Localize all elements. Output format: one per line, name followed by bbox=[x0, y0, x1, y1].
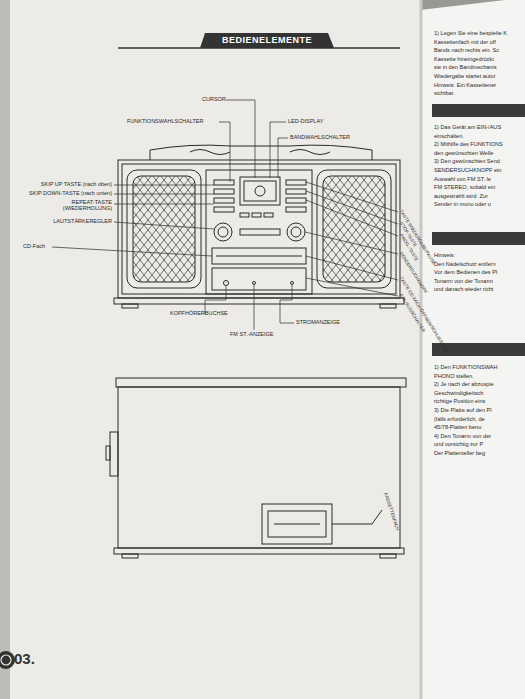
body-text: Tonarm von der Tonarm bbox=[434, 278, 493, 284]
callout-label: LAUTSTÄRKEREGLER bbox=[53, 218, 112, 224]
body-text: den gewünschten Welle bbox=[434, 150, 493, 156]
callout-label: FM ST.-ANZEIGE bbox=[230, 331, 273, 337]
body-text: 1) Legen Sie eine bespielte K bbox=[434, 30, 507, 36]
body-text: 4) Den Tonarm von der bbox=[434, 433, 491, 439]
body-text: PHONO stellen. bbox=[434, 373, 474, 379]
body-text: 2) Je nach der abzuspie bbox=[434, 381, 494, 387]
body-text: sichtbar. bbox=[434, 90, 455, 96]
body-text: 1) Das Gerät am EIN-/AUS bbox=[434, 124, 501, 130]
body-text: ausgestrahlt wird. Zur bbox=[434, 193, 488, 199]
body-text: sie in den Bandmechanis bbox=[434, 64, 497, 70]
body-text: FM STEREO, sobald ein bbox=[434, 184, 495, 190]
callout-label: STROMANZEIGE bbox=[296, 319, 340, 325]
callout-label: BANDWAHLSCHALTER bbox=[290, 134, 350, 140]
front-view bbox=[114, 145, 404, 308]
body-text: Auswahl von FM ST. le bbox=[434, 176, 491, 182]
body-text: richtige Position eins bbox=[434, 398, 485, 404]
body-text: Kassette hineingedrückt bbox=[434, 56, 494, 62]
body-text: und danach wieder richt bbox=[434, 286, 493, 292]
body-text: einschalten. bbox=[434, 133, 464, 139]
callout-label: FUNKTIONSWAHLSCHALTER bbox=[127, 118, 203, 124]
body-text: 45/78-Platten benu bbox=[434, 424, 481, 430]
title-rule bbox=[118, 47, 400, 49]
left-page bbox=[10, 0, 422, 699]
body-text: Hinweis: bbox=[434, 252, 455, 258]
callout-label: SKIP DOWN-TASTE (nach unten) bbox=[29, 190, 112, 196]
body-text: 3) Den gewünschten Send bbox=[434, 158, 500, 164]
right-page bbox=[420, 0, 525, 699]
title-banner bbox=[200, 33, 334, 48]
body-text: Vor dem Bedienen des Pl bbox=[434, 269, 497, 275]
page-title: BEDIENELEMENTE bbox=[222, 35, 312, 45]
body-text: Geschwindigkeitsch bbox=[434, 390, 483, 396]
body-text: Der Plattenteller beg bbox=[434, 450, 485, 456]
body-text: 2) Mithilfe des FUNKTIONS bbox=[434, 141, 503, 147]
body-text: Wiedergabe startet autor bbox=[434, 73, 496, 79]
callout-label: REPEAT-TASTE (WIEDERHOLUNG) bbox=[50, 199, 112, 212]
section-bar bbox=[432, 232, 525, 245]
body-text: SENDERSUCHKNOPF ein bbox=[434, 167, 501, 173]
body-text: 3) Die Platte auf den Pl bbox=[434, 407, 492, 413]
callout-label: CURSOR bbox=[202, 96, 226, 102]
section-bar bbox=[432, 104, 525, 117]
callout-label: LED-DISPLAY bbox=[288, 118, 323, 124]
leader-lines bbox=[52, 100, 398, 330]
gutter bbox=[420, 0, 423, 699]
body-text: und vorsichtig zur P bbox=[434, 441, 483, 447]
page-number: 03. bbox=[14, 650, 35, 667]
body-text: 1) Den FUNKTIONSWAH bbox=[434, 364, 498, 370]
body-text: Hinweis: Ein Kassettener bbox=[434, 82, 496, 88]
callout-label: KASSETTENFACH bbox=[383, 492, 400, 531]
callout-label: KOPFHÖRERBUCHSE bbox=[170, 310, 228, 316]
callout-label: CD-Fach bbox=[23, 243, 45, 249]
body-text: Sender in mono oder u bbox=[434, 201, 491, 207]
callout-label: SKIP UP TASTE (nach oben) bbox=[41, 181, 112, 187]
page-number-mark bbox=[1, 655, 11, 665]
body-text: Kassettenfach mit der off bbox=[434, 39, 496, 45]
body-text: Den Nadelschutz entfern bbox=[434, 261, 496, 267]
body-text: Bands nach rechts ein. Sc bbox=[434, 47, 499, 53]
side-view bbox=[106, 378, 406, 558]
page-number-mark bbox=[0, 651, 15, 669]
body-text: (falls erforderlich, de bbox=[434, 416, 485, 422]
